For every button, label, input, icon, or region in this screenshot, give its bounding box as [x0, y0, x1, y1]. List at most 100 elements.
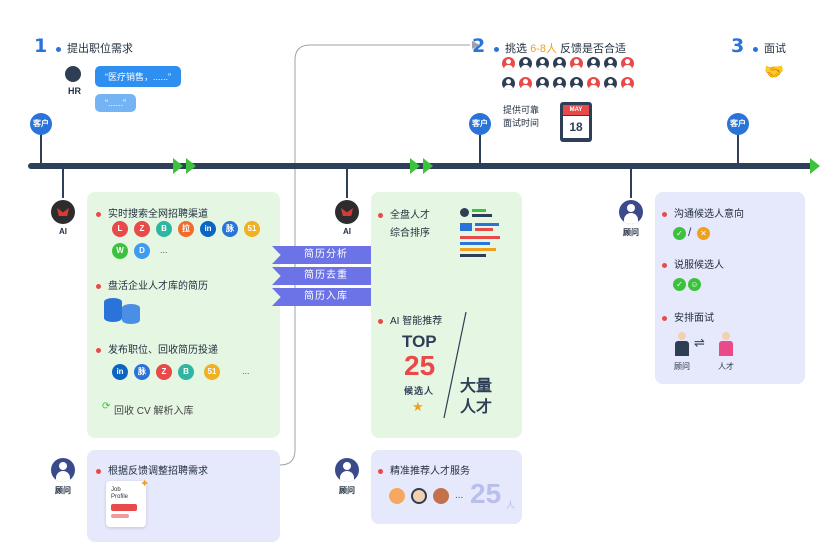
channel-icons-row: L Z B 拉 in 脉 51 W D ... — [112, 221, 262, 261]
candidate-icon — [536, 57, 549, 70]
check-icon: ✓ — [673, 278, 686, 291]
timeline-bar — [28, 163, 813, 169]
talent-pool-text: 盘活企业人才库的简历 — [96, 277, 208, 292]
candidate-icon — [604, 77, 617, 90]
advisor-icon — [335, 458, 359, 482]
zhaopin-icon: Z — [134, 221, 150, 237]
hr-label: HR — [68, 86, 81, 96]
timeline-arrow-icon — [410, 158, 420, 174]
talent-figure-icon — [719, 332, 733, 356]
linkedin-icon: in — [200, 221, 216, 237]
recycle-text: 回收 CV 解析入库 — [114, 406, 194, 417]
timeline-tick — [737, 133, 739, 165]
candidate-icon — [553, 57, 566, 70]
candidate-icon — [587, 57, 600, 70]
advisor-icon — [51, 458, 75, 482]
step-1-title: 提出职位需求 — [56, 40, 133, 56]
precise-recommend-text: 精准推荐人才服务 — [378, 462, 470, 477]
timeline-tick — [479, 133, 481, 165]
wechat-icon: W — [112, 243, 128, 259]
divider-slash — [443, 311, 467, 419]
candidate-selected-icon — [519, 77, 532, 90]
calendar-icon: MAY 18 — [560, 102, 592, 142]
talent-count-unit: 人 — [506, 500, 516, 510]
51job-icon: 51 — [244, 221, 260, 237]
dingtalk-icon: D — [134, 243, 150, 259]
customer-marker-2: 客户 — [469, 113, 491, 135]
candidate-selected-icon — [621, 57, 634, 70]
candidate-selected-icon — [587, 77, 600, 90]
step-2-title: 挑选 6-8人 反馈是否合适 — [494, 40, 626, 56]
smile-icon: ☺ — [688, 278, 701, 291]
check-icon: ✓ — [673, 227, 686, 240]
candidates-label: 候选人 — [404, 386, 435, 396]
timeline-arrow-icon — [186, 158, 196, 174]
candidate-selected-icon — [621, 77, 634, 90]
advisor-icon — [619, 200, 643, 224]
feedback-connector — [279, 41, 480, 466]
boss-icon: B — [156, 221, 172, 237]
x-icon: ✕ — [697, 227, 710, 240]
timeline-tick — [346, 168, 348, 198]
sparkle-icon: ✦ — [140, 478, 150, 490]
adjust-requirements-text: 根据反馈调整招聘需求 — [96, 462, 208, 477]
candidate-icon — [553, 77, 566, 90]
star-icon: ★ — [412, 399, 424, 414]
step-3-title: 面试 — [753, 40, 786, 56]
advisor-label: 顾问 — [55, 486, 71, 495]
ai-logo-icon — [51, 200, 75, 224]
post-channel-icons-row: in 脉 Z B 51 ... — [112, 364, 262, 382]
maimai-icon: 脉 — [222, 221, 238, 237]
job-profile-icon: Job Profile — [106, 481, 146, 527]
zhaopin-icon: Z — [156, 364, 172, 380]
ranking-text-line2: 综合排序 — [390, 228, 430, 239]
advisor-label: 顾问 — [339, 486, 355, 495]
step-1-number: 1 — [34, 35, 48, 57]
candidate-grid — [502, 57, 652, 93]
ranking-text-line1: 全盘人才 — [378, 206, 430, 221]
ai-logo-icon — [335, 200, 359, 224]
exchange-arrows-icon: ⇌ — [694, 335, 705, 350]
handshake-icon: 🤝 — [764, 64, 784, 81]
recycle-icon: ⟳ — [102, 401, 111, 412]
advisor-figure-icon — [675, 332, 689, 356]
database-icon — [104, 296, 140, 326]
advisor-label: 顾问 — [623, 228, 639, 237]
talent-count: 25 — [470, 478, 502, 509]
interview-time-line1: 提供可靠 — [503, 105, 540, 115]
candidate-selected-icon — [502, 57, 515, 70]
timeline-tick — [630, 168, 632, 198]
contact-candidate-text: 沟通候选人意向 — [662, 205, 744, 220]
schedule-interview-text: 安排面试 — [662, 309, 714, 324]
post-job-text: 发布职位、回收简历投递 — [96, 341, 218, 356]
boss-icon: B — [178, 364, 194, 380]
talent-caption: 人才 — [718, 362, 734, 371]
tag-resume-analysis: 简历分析 — [272, 246, 380, 264]
ai-recommend-text: AI 智能推荐 — [378, 312, 442, 327]
timeline-end-arrow-icon — [810, 158, 820, 174]
interview-time-line2: 面试时间 — [503, 118, 540, 128]
timeline-tick — [40, 133, 42, 165]
customer-marker-1: 客户 — [30, 113, 52, 135]
step-3-number: 3 — [731, 35, 745, 57]
tag-resume-import: 简历入库 — [272, 288, 380, 306]
calendar-month: MAY — [563, 105, 589, 115]
tag-resume-dedup: 简历去重 — [272, 267, 380, 285]
top-number: 25 — [404, 350, 436, 381]
candidate-icon — [570, 77, 583, 90]
hr-bubble-1: “医疗销售，......” — [95, 66, 181, 87]
timeline-arrow-icon — [423, 158, 433, 174]
mass-talent-line1: 大量 — [460, 378, 493, 395]
customer-marker-3: 客户 — [727, 113, 749, 135]
realtime-search-text: 实时搜索全网招聘渠道 — [96, 205, 208, 220]
timeline-arrow-icon — [173, 158, 183, 174]
timeline-tick — [62, 168, 64, 198]
resume-card-icon — [458, 205, 504, 265]
51job-icon: 51 — [204, 364, 220, 380]
top-label: TOP — [402, 332, 437, 351]
lagou-icon: 拉 — [178, 221, 194, 237]
talent-face-icon — [411, 488, 427, 504]
talent-face-icon — [389, 488, 405, 504]
step-2-number: 2 — [472, 35, 486, 57]
liepin-icon: L — [112, 221, 128, 237]
